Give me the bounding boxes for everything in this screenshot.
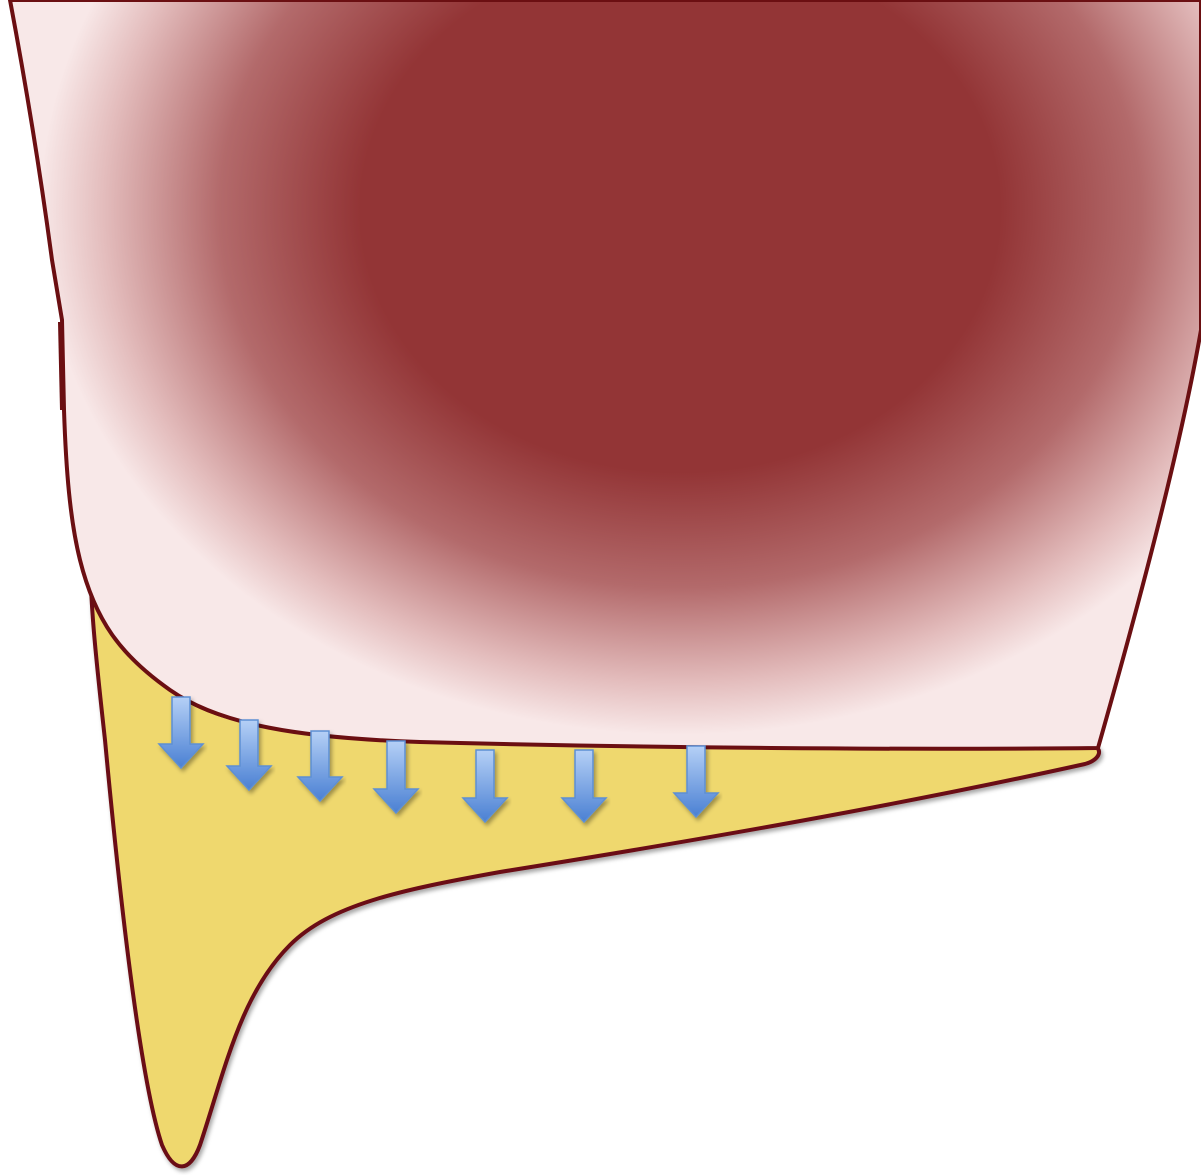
left-edge-notch — [60, 322, 62, 410]
upper-region — [10, 0, 1201, 749]
